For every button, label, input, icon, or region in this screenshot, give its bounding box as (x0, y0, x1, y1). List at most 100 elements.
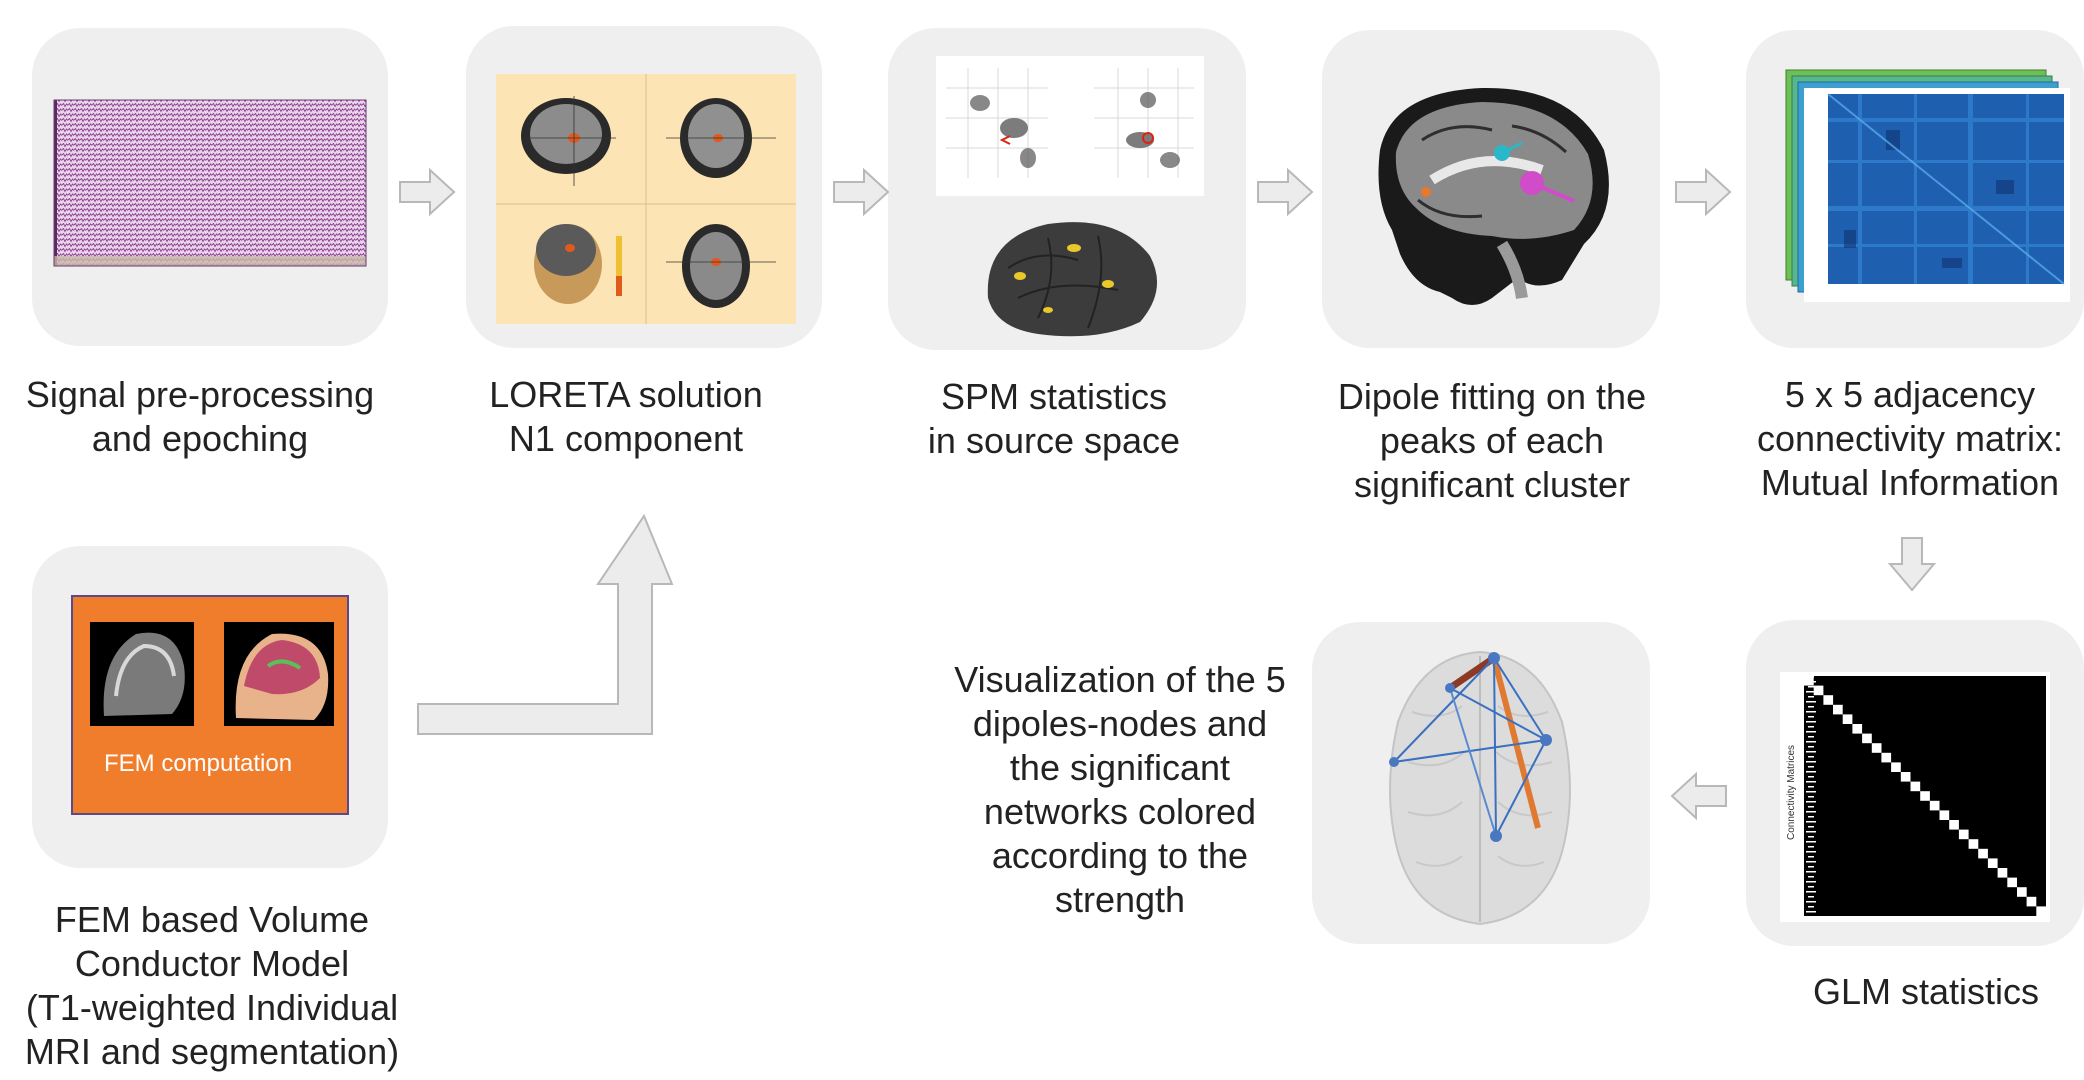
glm-diagonal-cell (1881, 752, 1892, 763)
arrow-right-1 (399, 167, 456, 217)
glm-tick-mark (1806, 711, 1816, 713)
glm-tick-mark (1806, 821, 1816, 823)
caption-line: connectivity matrix: (1756, 418, 2064, 459)
glm-tick-mark (1806, 881, 1816, 883)
caption-line: Mutual Information (1760, 462, 2060, 503)
glm-tick-mark (1808, 896, 1814, 898)
glm-tick-mark (1806, 901, 1816, 903)
caption-signal-preprocessing: Signal pre-processing and epoching (0, 373, 400, 461)
glm-diagonal-cell (1891, 762, 1901, 772)
caption-line: the significant (1009, 747, 1231, 788)
glm-tick-mark (1808, 846, 1814, 848)
glm-diagonal-cell (2007, 877, 2017, 888)
caption-adjacency-matrix: 5 x 5 adjacency connectivity matrix: Mut… (1710, 373, 2084, 505)
glm-tick-mark (1808, 786, 1814, 788)
glm-diagonal-cell (1823, 695, 1834, 705)
arrow-left (1670, 771, 1727, 821)
glm-tick-mark (1806, 721, 1816, 723)
glm-tick-mark (1808, 816, 1814, 818)
glm-tick-mark (1806, 801, 1816, 803)
mutual-information-matrix-stack (1785, 69, 2070, 302)
glm-tick-mark (1808, 886, 1814, 888)
caption-line: Conductor Model (74, 943, 350, 984)
glm-diagonal-cell (1813, 685, 1824, 696)
glm-tick-mark (1808, 826, 1814, 828)
glm-tick-mark (1808, 716, 1814, 718)
glm-tick-mark (1808, 726, 1814, 728)
glm-tick-mark (1806, 741, 1816, 743)
glm-tick-mark (1806, 731, 1816, 733)
caption-network-visualization: Visualization of the 5 dipoles-nodes and… (920, 658, 1320, 922)
caption-line: Visualization of the 5 (954, 659, 1286, 700)
arrow-right-2 (833, 167, 890, 217)
glm-diagonal-cell (1929, 800, 1940, 811)
glm-tick-mark (1808, 856, 1814, 858)
eeg-epochs-image (53, 99, 367, 267)
caption-line: GLM statistics (1812, 971, 2040, 1012)
glm-diagonal-cell (1978, 848, 1988, 859)
caption-line: LORETA solution (489, 374, 763, 415)
caption-line: according to the (991, 835, 1249, 876)
glm-diagonal-cell (1852, 724, 1863, 734)
caption-line: dipoles-nodes and (972, 703, 1268, 744)
caption-spm-statistics: SPM statistics in source space (854, 375, 1254, 463)
glm-tick-mark (1808, 766, 1814, 768)
glm-tick-mark (1808, 796, 1814, 798)
glm-tick-mark (1806, 871, 1816, 873)
glm-diagonal-cell (1997, 868, 2008, 878)
arrow-right-3 (1257, 167, 1314, 217)
glm-diagonal-cell (1842, 714, 1853, 724)
arrow-right-4 (1675, 167, 1732, 217)
arrow-down (1887, 537, 1937, 592)
caption-line: FEM based Volume (54, 899, 370, 940)
caption-glm-statistics: GLM statistics (1726, 970, 2084, 1014)
loreta-brain-views (496, 74, 796, 324)
panel-signal-preprocessing (32, 28, 388, 346)
glm-tick-mark (1806, 761, 1816, 763)
glm-design-matrix: Connectivity Matrices (1780, 672, 2050, 922)
caption-line: and epoching (91, 418, 309, 459)
glm-tick-mark (1808, 866, 1814, 868)
glm-tick-mark (1806, 781, 1816, 783)
glm-tick-mark (1808, 836, 1814, 838)
fem-mri-segmentation-image (71, 595, 349, 815)
glm-diagonal-cell (1804, 676, 1814, 686)
caption-fem-model: FEM based Volume Conductor Model (T1-wei… (12, 898, 412, 1074)
caption-line: MRI and segmentation) (24, 1031, 400, 1072)
glm-diagonal-cell (2017, 887, 2027, 897)
dipole-sagittal-mri (1378, 87, 1609, 305)
panel-network-visualization (1312, 622, 1650, 944)
glm-tick-mark (1808, 776, 1814, 778)
glm-diagonal-cell (1949, 820, 1959, 830)
glm-diagonal-cell (1987, 858, 1998, 868)
caption-line: Signal pre-processing (25, 374, 375, 415)
glm-tick-mark (1806, 891, 1816, 893)
caption-line: SPM statistics (940, 376, 1168, 417)
panel-spm-statistics (888, 28, 1246, 350)
glm-tick-mark (1806, 911, 1816, 913)
glm-tick-mark (1806, 771, 1816, 773)
caption-line: significant cluster (1353, 464, 1631, 505)
glm-tick-mark (1806, 751, 1816, 753)
glm-tick-mark (1806, 831, 1816, 833)
glm-diagonal-cell (1862, 733, 1872, 744)
glm-diagonal-cell (1920, 791, 1930, 801)
glm-diagonal-cell (1939, 810, 1950, 820)
glm-tick-mark (1806, 791, 1816, 793)
caption-line: strength (1054, 879, 1186, 920)
glm-axis-label: Connectivity Matrices (1786, 745, 1797, 840)
glm-tick-mark (1808, 706, 1814, 708)
caption-line: peaks of each (1379, 420, 1605, 461)
glm-diagonal-cell (1910, 781, 1921, 792)
caption-line: Dipole fitting on the (1337, 376, 1647, 417)
glm-tick-mark (1808, 676, 1814, 678)
glm-tick-mark (1806, 811, 1816, 813)
arrow-elbow-up (417, 513, 674, 735)
glm-diagonal-cell (2036, 906, 2046, 916)
glm-tick-mark (1808, 756, 1814, 758)
glm-tick-mark (1808, 906, 1814, 908)
glm-tick-mark (1808, 686, 1814, 688)
glm-tick-mark (1806, 701, 1816, 703)
glm-tick-mark (1808, 736, 1814, 738)
glm-tick-mark (1808, 746, 1814, 748)
